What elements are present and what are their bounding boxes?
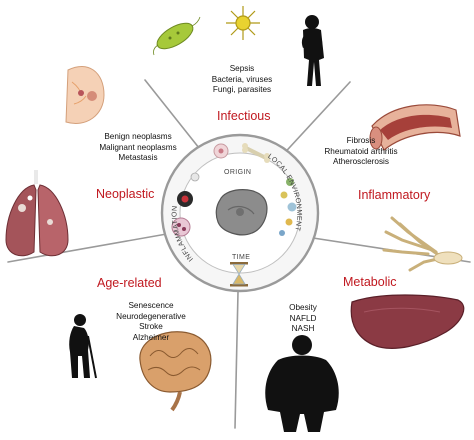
category-label-inflammatory: Inflammatory — [358, 188, 431, 202]
center-hub — [160, 133, 320, 293]
elderly-person-icon — [69, 314, 97, 379]
inflammatory-item: Rheumatoid arthritis — [324, 146, 398, 156]
divider-left — [7, 231, 179, 263]
age-related-item: Stroke — [139, 322, 163, 332]
infectious-item: Fungi, parasites — [212, 85, 272, 95]
ring-label-time: TIME — [232, 254, 250, 261]
metabolic-list: Obesity NAFLD NASH — [278, 303, 328, 335]
neoplastic-item: Malignant neoplasms — [99, 142, 177, 152]
category-label-age-related: Age-related — [97, 276, 162, 290]
metabolic-item: Obesity — [289, 303, 317, 312]
hourglass-icon — [230, 262, 248, 287]
virus-icon — [226, 6, 260, 40]
origin-cell-icon — [213, 143, 229, 159]
divider-top-left — [144, 79, 208, 159]
inflammatory-list: Fibrosis Rheumatoid arthritis Atheroscle… — [318, 136, 404, 168]
obese-person-icon — [265, 335, 339, 432]
inflammatory-item: Fibrosis — [346, 136, 376, 145]
inflammatory-item: Atherosclerosis — [333, 157, 389, 167]
divider-bottom — [234, 291, 239, 429]
category-label-infectious: Infectious — [217, 109, 271, 123]
neoplastic-list: Benign neoplasms Malignant neoplasms Met… — [90, 132, 186, 164]
breast-icon — [65, 65, 105, 124]
neoplastic-item: Benign neoplasms — [104, 132, 172, 141]
age-related-item: Alzheimer — [132, 332, 170, 342]
bacterium-icon — [153, 16, 201, 56]
age-related-item: Senescence — [128, 301, 174, 310]
infectious-item: Sepsis — [229, 64, 255, 73]
divider-top-right — [277, 81, 351, 161]
artery-icon — [369, 104, 461, 151]
metabolic-item: NASH — [291, 324, 315, 334]
ring-label-origin: ORIGIN — [224, 169, 251, 176]
environment-cells-icon — [279, 178, 297, 236]
person-silhouette-icon — [301, 15, 324, 86]
age-related-item: Neurodegenerative — [116, 311, 186, 321]
lungs-icon — [5, 170, 69, 257]
infectious-item: Bacteria, viruses — [211, 74, 273, 84]
brain-icon — [139, 331, 212, 412]
liver-icon — [350, 294, 465, 349]
metabolic-item: NAFLD — [289, 313, 317, 323]
neoplastic-item: Metastasis — [118, 153, 158, 163]
bone-icon — [242, 143, 270, 163]
category-label-neoplastic: Neoplastic — [96, 187, 155, 201]
age-related-list: Senescence Neurodegenerative Stroke Alzh… — [108, 301, 194, 343]
hand-bones-icon — [382, 216, 463, 272]
tumor-cell-icon — [171, 172, 200, 237]
category-label-metabolic: Metabolic — [343, 275, 397, 289]
infectious-list: Sepsis Bacteria, viruses Fungi, parasite… — [206, 64, 278, 96]
